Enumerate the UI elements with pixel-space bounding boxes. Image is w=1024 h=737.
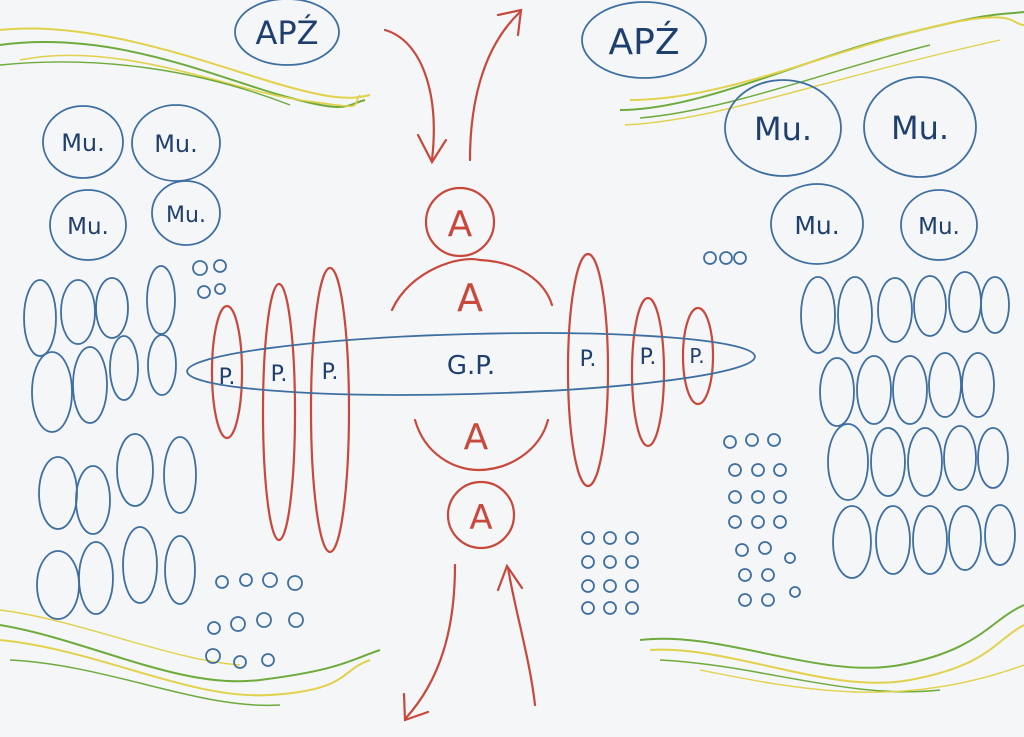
decorative-strokes: [0, 11, 1024, 707]
svg-text:Mu.: Mu.: [154, 130, 198, 158]
p-columns-left: [210, 266, 351, 554]
p-columns-right: [566, 252, 715, 488]
mu-node: Mu.: [900, 189, 978, 261]
gp-center-label: G.P.: [447, 351, 495, 381]
cell-array-right: [800, 271, 1016, 579]
stroke-top-left: [0, 27, 371, 108]
svg-text:Mu.: Mu.: [891, 109, 949, 147]
p-label: P.: [271, 362, 288, 387]
a-node-top: A: [424, 186, 496, 258]
arrows-top: [383, 8, 523, 165]
small-dots-center-right: [581, 531, 639, 615]
apz-right-label: APŹ: [609, 21, 680, 63]
a-node-upper-arc: A: [390, 258, 554, 320]
mu-cluster-right: Mu. Mu. Mu. Mu.: [724, 76, 978, 265]
apz-right-group: APŹ: [581, 1, 707, 79]
p-label: P.: [580, 347, 597, 372]
mu-node: Mu.: [151, 180, 221, 246]
apz-left-label: APŹ: [255, 14, 318, 52]
stroke-top-right: [619, 11, 1024, 126]
gp-axis-ellipse: [186, 332, 756, 396]
svg-text:Mu.: Mu.: [918, 214, 960, 240]
mu-node: Mu.: [42, 105, 124, 179]
svg-text:Mu.: Mu.: [166, 203, 206, 228]
p-label: P.: [640, 345, 657, 370]
p-label: P.: [689, 344, 704, 368]
stroke-bottom-right: [639, 604, 1024, 693]
p-label: P.: [322, 360, 339, 385]
a-label: A: [457, 276, 483, 320]
stroke-bottom-left: [0, 609, 381, 707]
svg-text:Mu.: Mu.: [754, 110, 812, 148]
a-label: A: [469, 498, 492, 538]
svg-text:Mu.: Mu.: [794, 211, 839, 240]
mu-cluster-left: Mu. Mu. Mu. Mu.: [42, 104, 221, 261]
apz-left-group: APŹ: [234, 0, 340, 66]
mu-node: Mu.: [131, 104, 221, 182]
small-dots-right: [703, 251, 801, 607]
arrow-down-icon: [383, 28, 435, 162]
a-node-bottom: A: [446, 480, 516, 550]
mu-node: Mu.: [863, 76, 977, 178]
mu-node: Mu.: [49, 189, 127, 261]
cell-array-left: [23, 265, 197, 620]
a-label: A: [464, 417, 489, 458]
arrow-up-icon: [468, 10, 522, 162]
arrow-up-icon: [506, 566, 537, 707]
arrow-down-icon: [404, 563, 457, 720]
svg-text:Mu.: Mu.: [61, 129, 105, 157]
mu-node: Mu.: [770, 183, 864, 265]
small-dots-left: [192, 259, 304, 669]
svg-text:Mu.: Mu.: [67, 214, 109, 240]
p-label: P.: [219, 365, 236, 390]
apz-right-circle: [581, 1, 707, 79]
a-label: A: [448, 204, 473, 245]
mu-node: Mu.: [724, 79, 842, 177]
a-node-lower-arc: A: [413, 417, 550, 472]
p-labels: P. P. P. P. P. P.: [219, 344, 705, 390]
apz-left-circle: [234, 0, 340, 66]
arrows-bottom: [402, 563, 537, 722]
